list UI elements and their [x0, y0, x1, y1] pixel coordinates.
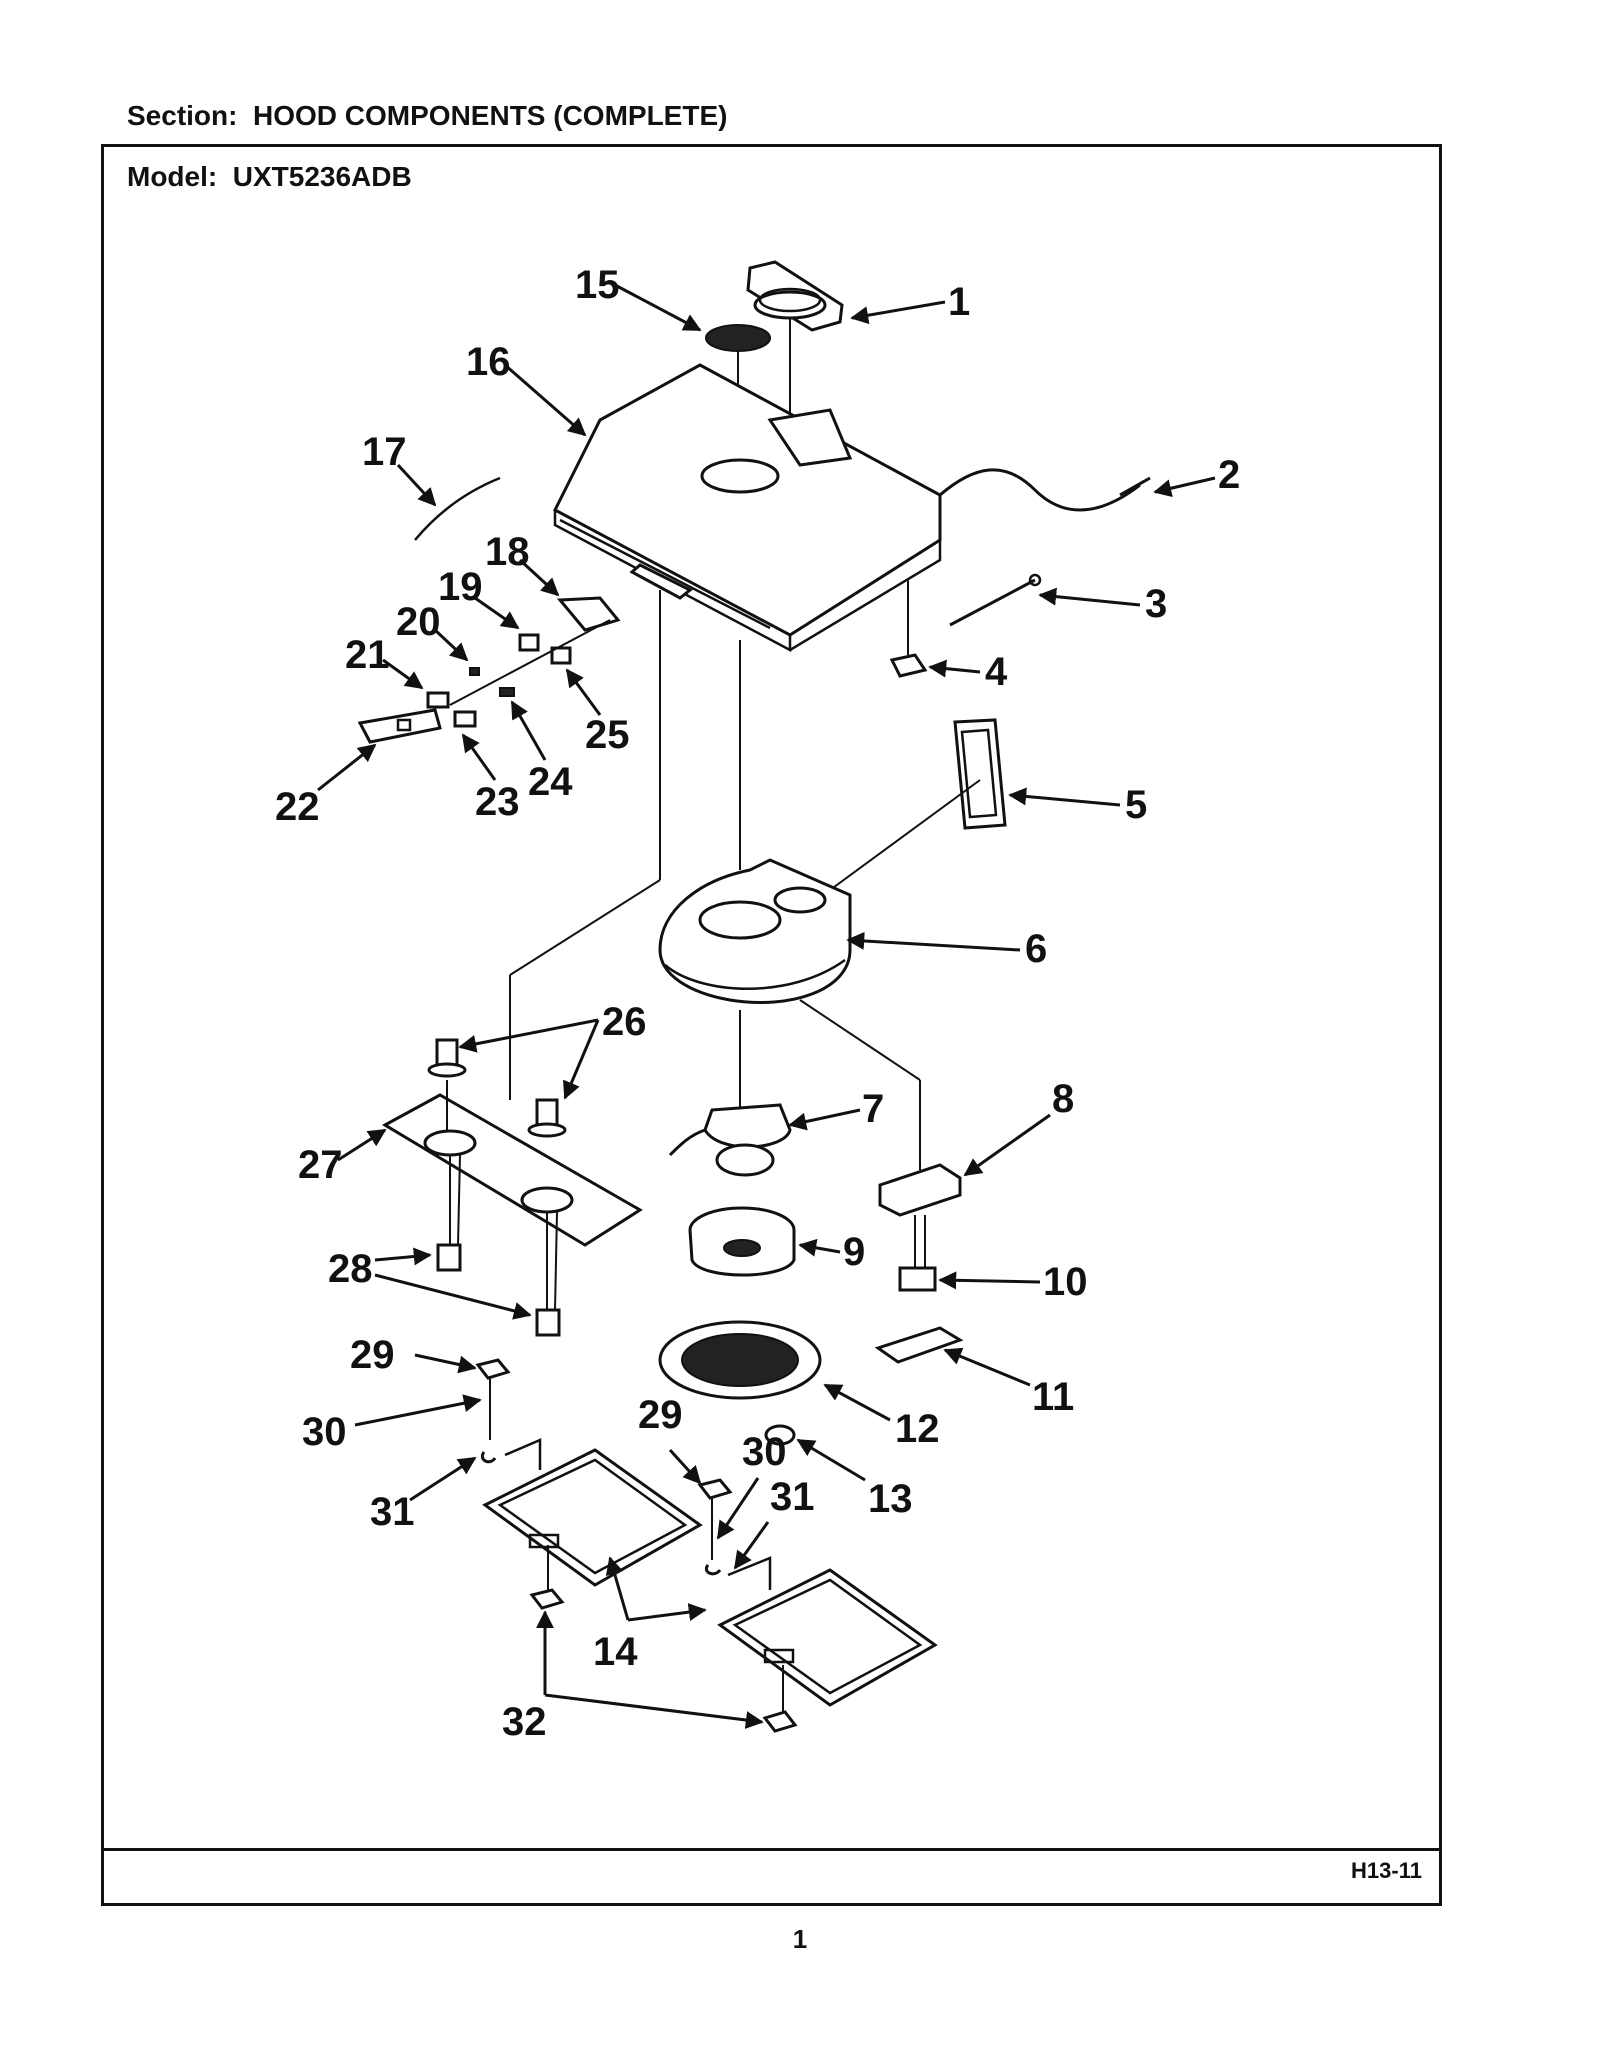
callout-1: 1: [948, 280, 970, 324]
clip-set-right: [697, 1478, 772, 1590]
clip-set-left: [475, 1358, 542, 1470]
page-number: 1: [792, 1924, 808, 1954]
part-6-blower-housing: [658, 858, 921, 1170]
callout-16: 16: [466, 340, 511, 384]
part-1-duct-plate: [746, 260, 844, 332]
callout-23: 23: [475, 780, 520, 824]
part-2-power-cord: [939, 468, 1141, 512]
callout-32: 32: [502, 1700, 547, 1744]
leader-lines: [317, 283, 1216, 1729]
callout-30a: 30: [302, 1410, 347, 1454]
part-11-lens: [874, 1326, 964, 1364]
part-5-gasket: [953, 718, 1007, 830]
callout-24: 24: [528, 760, 573, 804]
callout-20: 20: [396, 600, 441, 644]
part-15-damper-disc: [705, 324, 771, 352]
document-code: H13-11: [1351, 1858, 1422, 1883]
callout-25: 25: [585, 713, 630, 757]
part-12-grille-ring: [658, 1320, 822, 1400]
callout-17: 17: [362, 430, 407, 474]
callout-22: 22: [275, 785, 320, 829]
callout-21: 21: [345, 633, 390, 677]
section-title: Section: HOOD COMPONENTS (COMPLETE): [127, 100, 728, 131]
callout-5: 5: [1125, 783, 1147, 827]
part-4-bracket: [889, 653, 928, 678]
part-16-hood-body: [553, 363, 942, 653]
part-14-grease-filter-right: [717, 1568, 938, 1733]
callout-27: 27: [298, 1143, 343, 1187]
callout-9: 9: [843, 1230, 865, 1274]
model-title: Model: UXT5236ADB: [127, 161, 412, 192]
part-8-light-cover: [878, 1163, 962, 1270]
part-14-grease-filter-left: [482, 1448, 703, 1610]
footer-divider: [101, 1848, 1442, 1851]
callout-13: 13: [868, 1477, 913, 1521]
callout-12: 12: [895, 1407, 940, 1451]
callout-8: 8: [1052, 1077, 1074, 1121]
callout-11: 11: [1032, 1375, 1074, 1419]
control-switch-cluster: [357, 596, 621, 744]
callout-29a: 29: [350, 1333, 395, 1377]
callout-29b: 29: [638, 1393, 683, 1437]
callout-28: 28: [328, 1247, 373, 1291]
callout-2: 2: [1218, 453, 1240, 497]
diagram-frame: [101, 144, 1442, 1906]
callout-4: 4: [985, 650, 1008, 694]
callout-31b: 31: [770, 1475, 815, 1519]
callout-31a: 31: [370, 1490, 415, 1534]
part-7-motor: [668, 1103, 792, 1177]
callout-26: 26: [602, 1000, 647, 1044]
callout-30b: 30: [742, 1430, 787, 1474]
part-9-blower-wheel: [688, 1206, 796, 1277]
part-13-knob: [764, 1424, 796, 1446]
callout-15: 15: [575, 263, 620, 307]
callouts: 1 15 16 17 2 3 4 18 19 20 21 25 24 23 22…: [275, 263, 1240, 1744]
callout-10: 10: [1043, 1260, 1088, 1304]
part-27-lamp-plate: [381, 1093, 643, 1247]
callout-7: 7: [862, 1087, 884, 1131]
part-17-trim-strip: [414, 476, 501, 541]
callout-18: 18: [485, 530, 530, 574]
callout-14: 14: [593, 1630, 638, 1674]
part-10-socket: [898, 1266, 937, 1292]
callout-3: 3: [1145, 582, 1167, 626]
part-3-rod: [949, 578, 1036, 627]
part-26-lamp-holders: [427, 1038, 567, 1138]
callout-6: 6: [1025, 927, 1047, 971]
part-28-lamp-sockets: [436, 1154, 561, 1337]
callout-19: 19: [438, 565, 483, 609]
